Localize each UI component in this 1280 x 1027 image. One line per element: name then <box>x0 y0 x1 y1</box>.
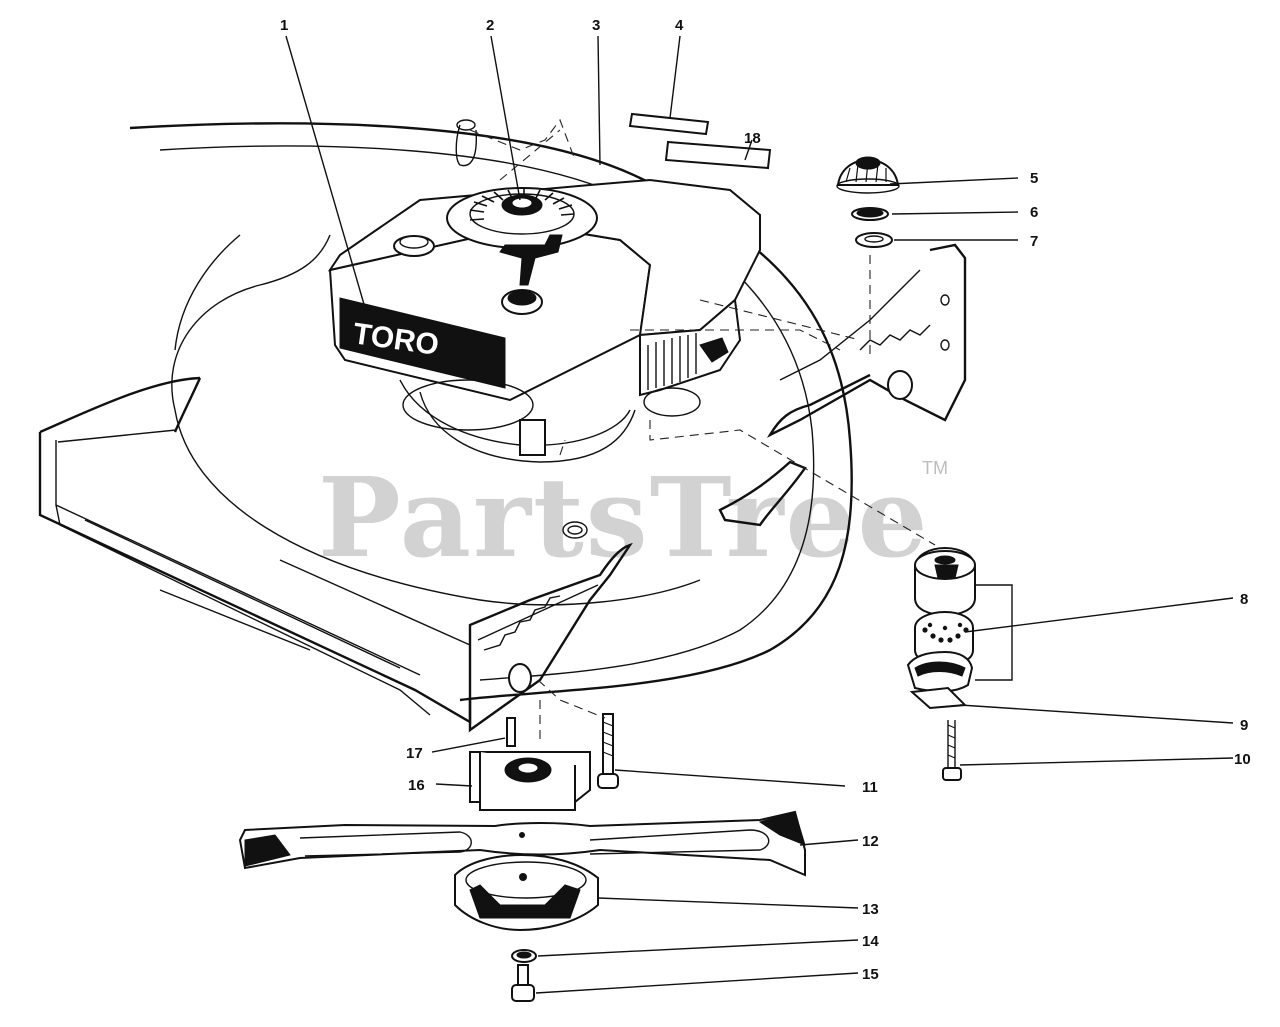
watermark: PartsTree <box>318 453 930 582</box>
callout-15: 15 <box>862 966 879 983</box>
wheel-hub-parts <box>836 156 900 248</box>
callout-4: 4 <box>675 17 684 34</box>
callout-10: 10 <box>1234 751 1251 768</box>
callout-14: 14 <box>862 933 879 950</box>
watermark-trademark: TM <box>922 458 948 478</box>
callout-18: 18 <box>744 130 761 147</box>
callout-6: 6 <box>1030 204 1038 221</box>
callout-13: 13 <box>862 901 879 918</box>
decals <box>628 112 772 170</box>
callout-7: 7 <box>1030 233 1038 250</box>
callout-8: 8 <box>1240 591 1248 608</box>
callout-1: 1 <box>280 17 288 34</box>
callout-12: 12 <box>862 833 879 850</box>
callout-17: 17 <box>406 745 423 762</box>
assembly-guide-lines <box>469 118 936 745</box>
leader-lines <box>285 35 1234 994</box>
engine: TORO <box>327 178 761 463</box>
callout-5: 5 <box>1030 170 1038 187</box>
mower-deck <box>38 119 967 733</box>
callout-16: 16 <box>408 777 425 794</box>
blade-assembly <box>238 713 806 1002</box>
callout-2: 2 <box>486 17 494 34</box>
callout-11: 11 <box>862 779 878 796</box>
wheel-adjuster <box>906 546 1013 781</box>
callout-3: 3 <box>592 17 600 34</box>
callout-numbers: 1 2 3 4 5 6 7 8 9 10 11 12 13 14 15 16 1… <box>280 17 1251 983</box>
callout-9: 9 <box>1240 717 1248 734</box>
